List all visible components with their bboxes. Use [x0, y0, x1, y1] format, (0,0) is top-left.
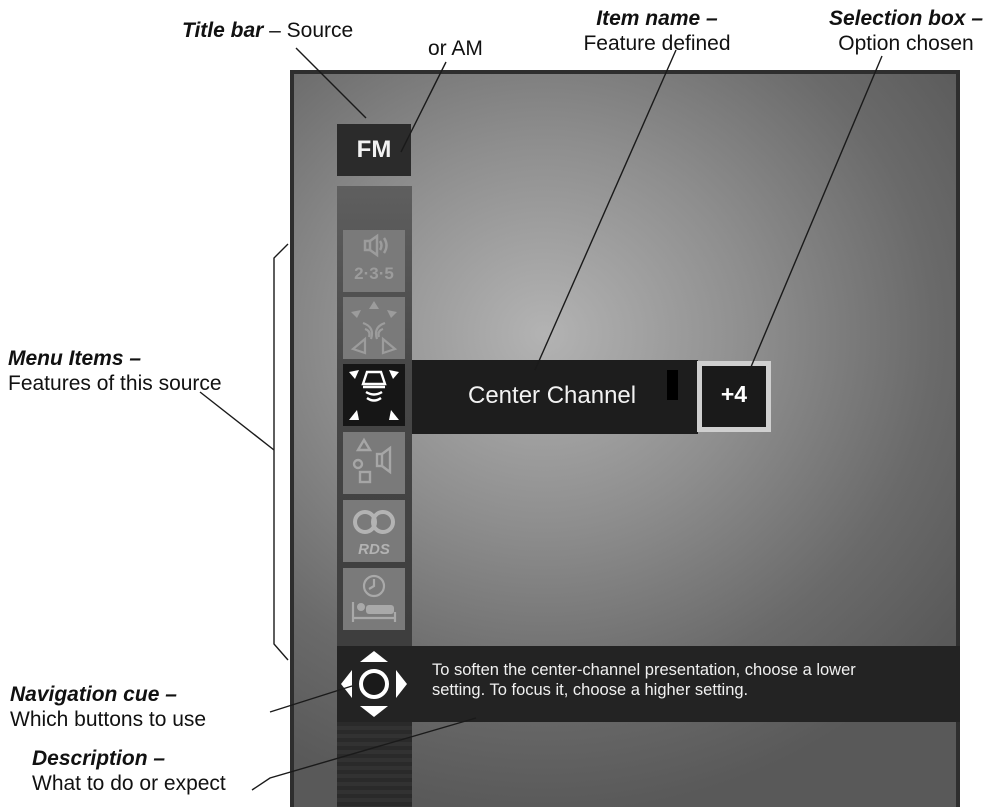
callout-menu-items: Menu Items – Features of this source [8, 346, 222, 396]
menu-item-speaker-shapes[interactable] [343, 432, 405, 494]
callout-item-name-desc: Feature defined [583, 32, 731, 55]
description-panel [337, 646, 960, 722]
menu-item-label: 2·3·5 [354, 264, 394, 283]
menu-item-rds[interactable]: RDS [343, 500, 405, 562]
callout-description: Description – What to do or expect [32, 746, 226, 796]
callout-menu-items-title: Menu Items – [8, 347, 142, 370]
callout-item-name-title: Item name – [596, 7, 718, 30]
callout-description-title: Description – [32, 747, 166, 770]
speaker-shapes-icon [352, 437, 392, 484]
navigation-cue-icon[interactable] [338, 648, 410, 720]
callout-title-bar-desc: – Source [263, 19, 354, 42]
title-bar: FM [337, 124, 411, 176]
surround-speakers-icon [350, 301, 398, 355]
menu-item-speaker-235[interactable]: 2·3·5 [343, 230, 405, 292]
bracket-menu-items [273, 243, 289, 661]
menu-item-label: RDS [358, 541, 390, 558]
speaker-235-icon: 2·3·5 [354, 233, 394, 283]
callout-selection-box-desc: Option chosen [838, 32, 974, 55]
description-text: To soften the center-channel presentatio… [432, 661, 856, 699]
callout-or-am: or AM [428, 37, 483, 60]
rds-icon: RDS [353, 510, 395, 558]
item-name: Center Channel [468, 382, 637, 409]
menu-item-sleep-timer[interactable] [343, 568, 405, 630]
callout-navigation-cue-title: Navigation cue – [10, 683, 177, 706]
callout-selection-box-title: Selection box – [828, 7, 984, 30]
leader-menu-items [199, 391, 275, 451]
selection-value: +4 [720, 381, 748, 407]
menu-item-surround[interactable] [343, 297, 405, 359]
center-channel-icon [349, 370, 399, 420]
callout-title-bar: Title bar – Source [182, 18, 353, 43]
menu-item-center-channel[interactable] [343, 364, 405, 426]
callout-menu-items-desc: Features of this source [8, 372, 222, 395]
callout-selection-box: Selection box – Option chosen [812, 6, 998, 56]
callout-navigation-cue-desc: Which buttons to use [10, 708, 207, 731]
callout-navigation-cue: Navigation cue – Which buttons to use [10, 682, 206, 732]
item-name-bar [412, 360, 698, 434]
item-cursor [667, 370, 678, 400]
callout-description-desc: What to do or expect [32, 772, 226, 795]
callout-title-bar-title: Title bar [182, 19, 264, 42]
sleep-timer-icon [351, 574, 397, 622]
callout-item-name: Item name – Feature defined [582, 6, 732, 56]
